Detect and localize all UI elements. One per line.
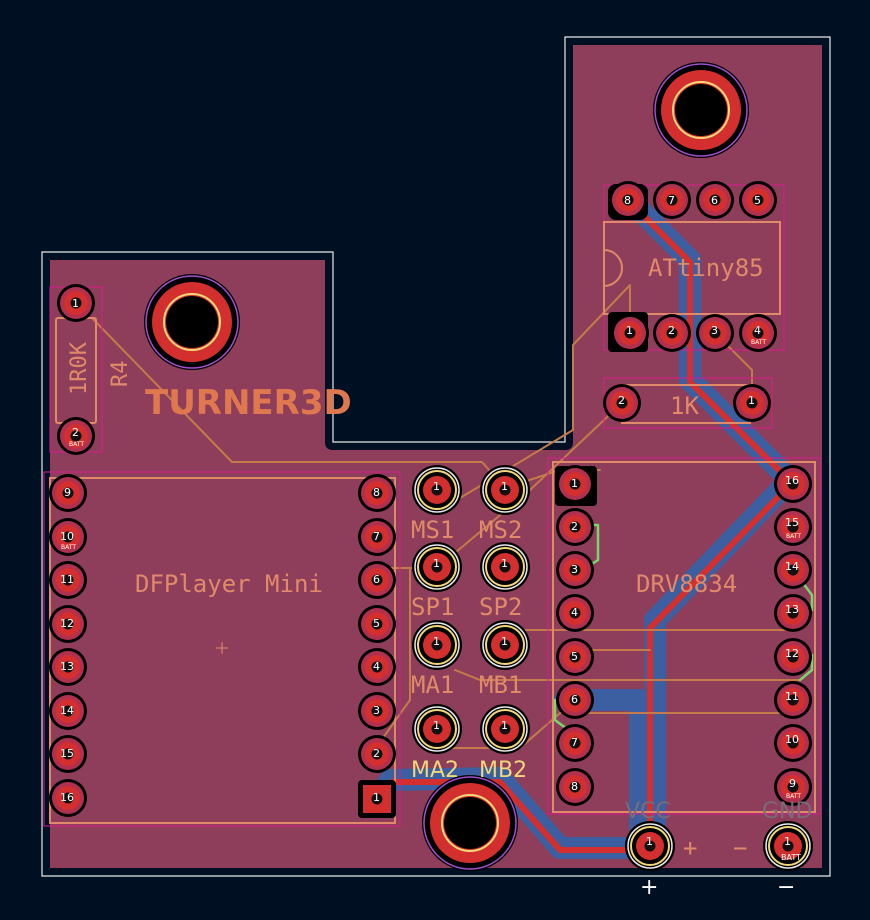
drv-name: DRV8834 [636,570,737,598]
label-ma2: MA2 [411,758,459,783]
r4-resistor: 1 2 BATT 1R0K R4 [57,284,133,455]
r4-pin2-label: 2 [72,426,79,439]
label-mb1: MB1 [479,671,522,699]
df-right-pin2: 2 [373,747,380,760]
df-right-pin7: 7 [373,530,380,543]
label-mb2: MB2 [479,758,527,783]
gnd-pin: 1 [784,835,791,848]
conn-mb1-pin: 1 [501,635,508,648]
r4-value: 1R0K [67,341,92,395]
attiny-pin3: 3 [711,324,718,337]
drv-right-pin9-net: BATT [786,793,801,800]
drv-left-pin6: 6 [571,693,578,706]
drv-right-pin15-net: BATT [786,533,801,540]
attiny-pin4: 4 [754,324,761,337]
drv-right-pin12: 12 [785,647,799,660]
conn-sp1-pin: 1 [433,557,440,570]
df-left-pin12: 12 [60,617,74,630]
conn-mb2-pin: 1 [501,719,508,732]
copper-pour [50,45,822,868]
vcc-plus-below: + [640,875,658,900]
drv8834: 1 2 3 4 5 6 7 8 16 15 BATT 14 13 12 11 1… [555,465,812,806]
df-left-pin10-net: BATT [61,544,76,551]
drv-left-pin4: 4 [571,606,578,619]
gnd-label: GND [762,799,812,824]
r1k-pin-right: 1 [748,394,755,407]
vcc-label: VCC [625,799,671,824]
attiny-pin1: 1 [626,324,633,337]
df-right-pin8: 8 [373,486,380,499]
gnd-minus-below: − [777,875,795,900]
attiny-pin6: 6 [711,194,718,207]
df-right-pin1: 1 [373,791,380,804]
label-sp1: SP1 [411,593,454,621]
r1k-pin-left: 2 [618,394,625,407]
mounting-hole-bottom [422,775,518,871]
mounting-hole-top-left [144,274,240,370]
df-right-pin6: 6 [373,573,380,586]
drv-left-pin1: 1 [571,477,578,490]
df-left-pin11: 11 [60,573,74,586]
gnd-net: BATT [781,853,801,862]
label-ms1: MS1 [411,516,454,544]
gnd-minus-silk: − [733,834,747,862]
attiny-pin5: 5 [754,194,761,207]
drv-right-pin15: 15 [785,516,799,529]
drv-left-pin3: 3 [571,563,578,576]
drv-right-pin11: 11 [785,690,799,703]
drv-left-pin7: 7 [571,736,578,749]
conn-ma2-pin: 1 [433,719,440,732]
drv-right-pin14: 14 [785,560,799,573]
attiny85: 8 7 6 5 1 2 3 4 BATT ATtiny85 [608,181,777,352]
resistor-1k: 2 1 1K [603,384,771,422]
df-left-pin13: 13 [60,660,74,673]
df-right-pin4: 4 [373,660,380,673]
attiny-pin7: 7 [668,194,675,207]
df-left-pin14: 14 [60,704,74,717]
dfplayer-name: DFPlayer Mini [135,570,323,598]
connector-pads: 1 1 1 1 1 1 1 1 MS1 MS2 SP1 SP2 MA1 MB1 … [411,464,531,783]
drv-left-pin8: 8 [571,780,578,793]
label-ms2: MS2 [479,516,522,544]
board-outline [41,36,831,877]
courtyards [43,184,821,827]
dfplayer-mini: 9 10 BATT 11 12 13 14 15 16 8 7 6 5 4 3 … [49,474,396,818]
conn-sp2-pin: 1 [501,557,508,570]
drv-right-pin13: 13 [785,603,799,616]
power-pads: 1 1 BATT VCC GND + − + − [624,799,814,900]
df-left-pin15: 15 [60,747,74,760]
r1k-value: 1K [670,392,699,420]
conn-ma1-pin: 1 [433,635,440,648]
r4-pin2-net: BATT [69,441,84,448]
vcc-pin: 1 [646,835,653,848]
df-right-pin5: 5 [373,617,380,630]
drv-left-pin2: 2 [571,520,578,533]
label-sp2: SP2 [479,593,522,621]
attiny-pin4-net: BATT [751,339,766,346]
conn-ms1-pin: 1 [433,480,440,493]
r4-pin1-label: 1 [72,297,79,310]
drv-right-pin10: 10 [785,733,799,746]
mounting-hole-top-right [653,62,749,158]
attiny-pin8: 8 [624,194,631,207]
turner3d-logo: TURNER3D [145,383,352,423]
df-left-pin10: 10 [60,530,74,543]
attiny-name: ATtiny85 [648,254,764,282]
df-left-pin16: 16 [60,791,74,804]
vcc-plus-silk: + [683,834,697,862]
conn-ms2-pin: 1 [501,480,508,493]
attiny-pin2: 2 [668,324,675,337]
drv-right-pin16: 16 [785,474,799,487]
df-right-pin3: 3 [373,704,380,717]
r4-ref: R4 [108,361,133,388]
drv-right-pin9: 9 [789,777,796,790]
drv-left-pin5: 5 [571,650,578,663]
df-left-pin9: 9 [64,486,71,499]
label-ma1: MA1 [411,671,454,699]
